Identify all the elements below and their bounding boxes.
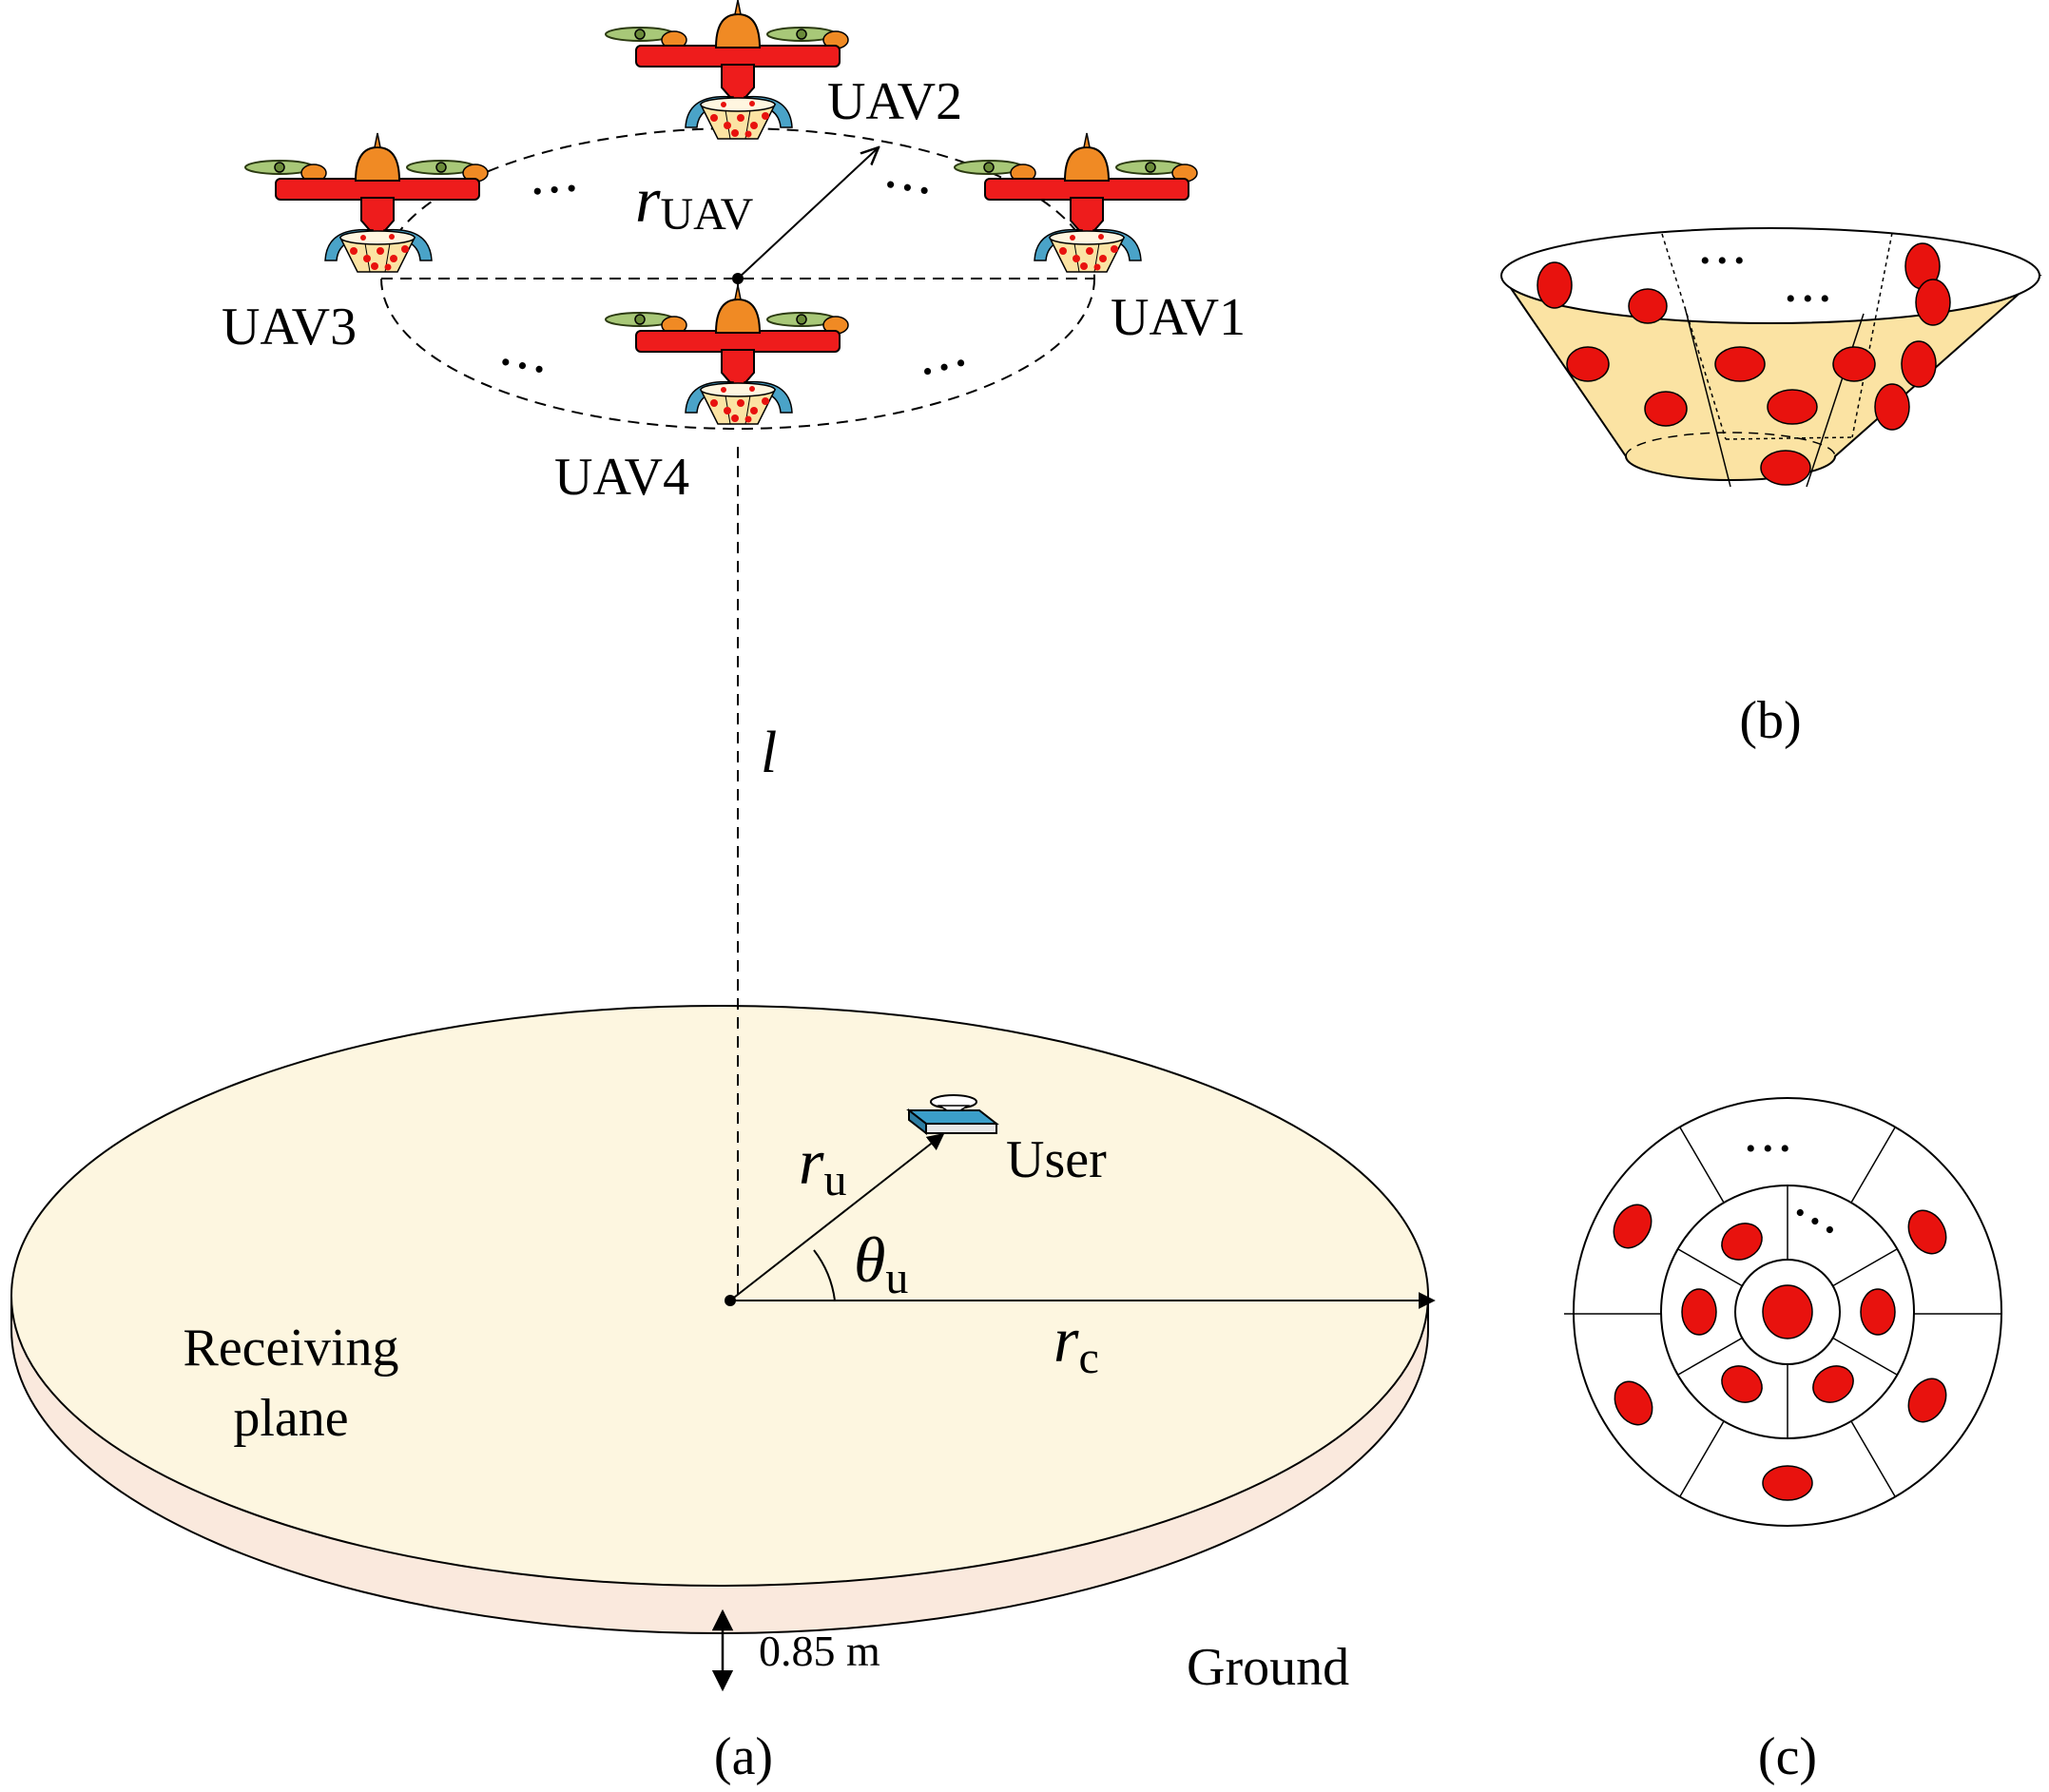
receiving-plane-label-line2: plane bbox=[233, 1389, 348, 1448]
r-c-label: rc bbox=[1053, 1303, 1099, 1383]
caption-a: (a) bbox=[714, 1727, 773, 1786]
height-label: l bbox=[761, 721, 777, 785]
receiving-plane-label-line1: Receiving bbox=[183, 1319, 398, 1378]
ellipsis-bottom-right: • • • bbox=[919, 347, 970, 388]
user-device-icon bbox=[906, 1094, 999, 1136]
r-u-label: ru bbox=[799, 1126, 846, 1205]
led-layout-top-view bbox=[1564, 1097, 2002, 1527]
r-uav-arrow bbox=[737, 147, 879, 279]
ellipsis-top-right: • • • bbox=[883, 168, 933, 207]
caption-c: (c) bbox=[1758, 1727, 1817, 1786]
uav3-drone bbox=[244, 132, 489, 273]
uav1-label: UAV1 bbox=[1111, 288, 1246, 347]
uav2-drone bbox=[605, 0, 849, 140]
top-view-ellipsis-outer: • • • bbox=[1746, 1133, 1790, 1165]
uav1-drone bbox=[954, 132, 1198, 273]
user-vector bbox=[729, 1132, 945, 1301]
thickness-label: 0.85 m bbox=[759, 1627, 880, 1675]
uav4-label: UAV4 bbox=[554, 448, 689, 507]
uav3-label: UAV3 bbox=[222, 298, 357, 356]
r-uav-label: rUAV bbox=[635, 164, 754, 240]
ellipsis-top-left: • • • bbox=[532, 173, 578, 208]
ellipsis-bottom-left: • • • bbox=[497, 346, 547, 386]
uav4-drone bbox=[605, 284, 849, 425]
led-bowl-figure bbox=[1500, 227, 2042, 488]
caption-b: (b) bbox=[1739, 691, 1801, 750]
plane-center bbox=[725, 1295, 736, 1306]
bowl-ellipsis-1: • • • bbox=[1700, 245, 1745, 277]
ground-label: Ground bbox=[1187, 1638, 1349, 1697]
receiving-plane bbox=[10, 1005, 1429, 1634]
theta-u-label: θu bbox=[854, 1224, 908, 1303]
uav2-label: UAV2 bbox=[827, 72, 962, 131]
bowl-ellipsis-2: • • • bbox=[1786, 283, 1830, 315]
user-label: User bbox=[1006, 1130, 1107, 1189]
